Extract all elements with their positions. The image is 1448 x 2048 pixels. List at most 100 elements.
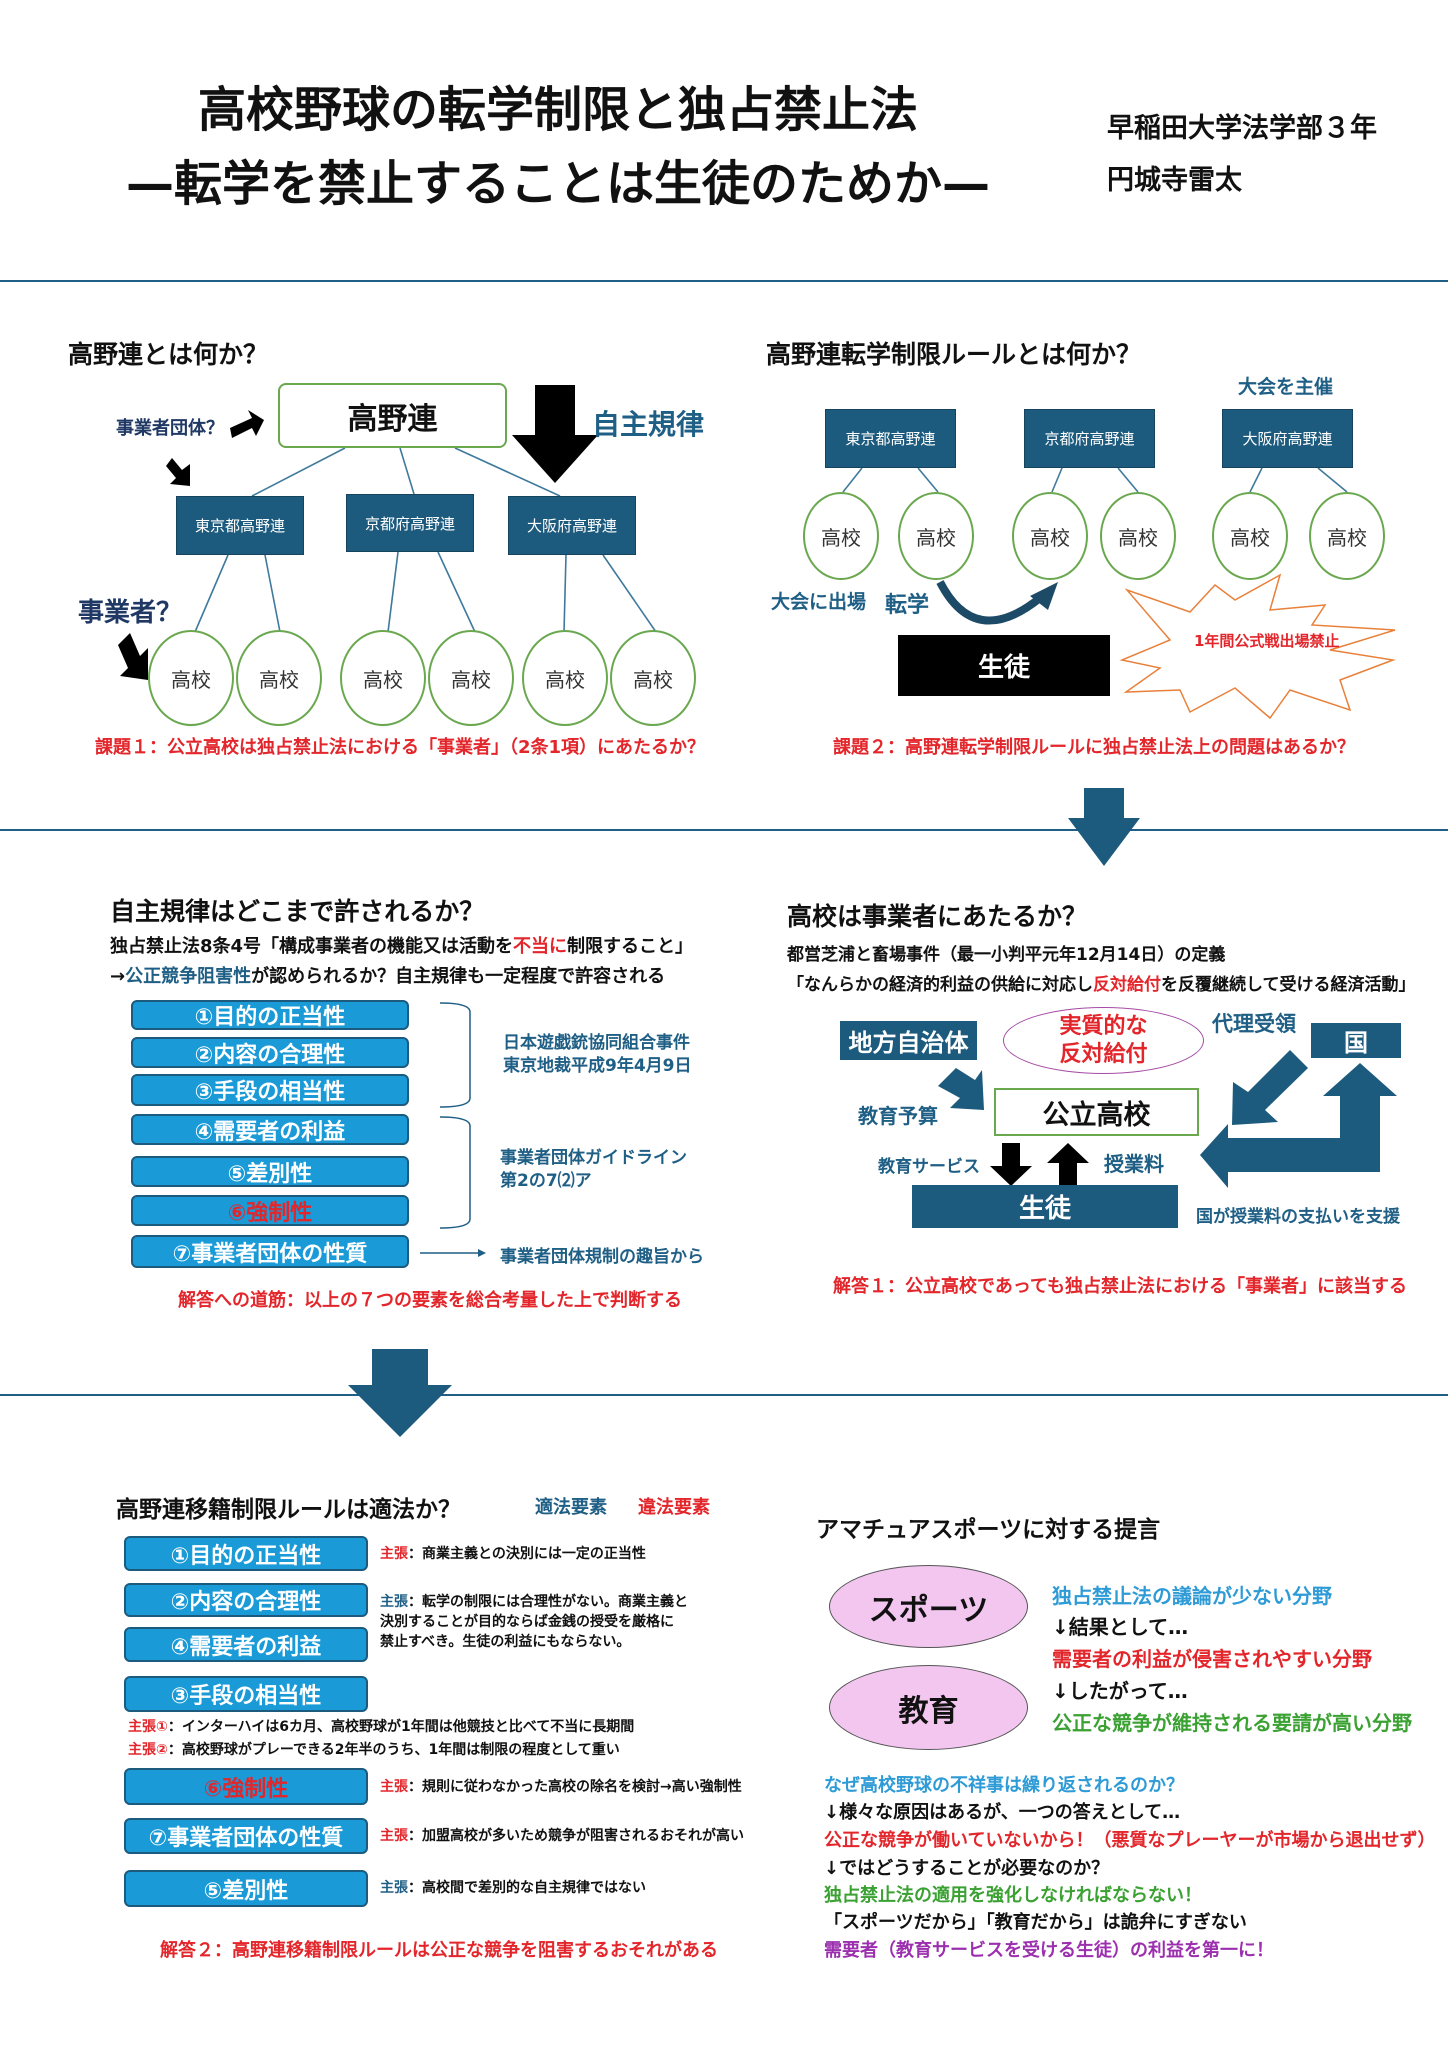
nation-box: 国 (1311, 1023, 1401, 1058)
school-circle: 高校 (1100, 492, 1176, 580)
divider (0, 829, 1448, 831)
legend-legal: 適法要素 (535, 1497, 607, 1518)
service-down-arrow (990, 1143, 1032, 1186)
tuition-label: 授業料 (1104, 1152, 1164, 1176)
self-regulation-label: 自主規律 (592, 408, 705, 441)
section-heading: 高校は事業者にあたるか？ (787, 902, 1088, 931)
nation-support-arrow (1200, 1063, 1397, 1188)
public-school-box: 公立高校 (994, 1088, 1199, 1136)
conclusion-line: ↓様々な原因はあるが、一つの答えとして… (824, 1802, 1181, 1823)
student-box: 生徒 (898, 635, 1110, 696)
school-circle: 高校 (236, 630, 322, 726)
school-circle: 高校 (340, 630, 426, 726)
divider (0, 1394, 1448, 1396)
pref-box: 大阪府高野連 (508, 496, 636, 555)
purpose-label: 事業者団体規制の趣旨から (500, 1247, 704, 1267)
factor-box: ②内容の合理性 (131, 1037, 409, 1068)
question-part: が認められるか？自主規律も一定程度で許容される (251, 966, 666, 987)
factor-box-coercion: ⑥強制性 (131, 1195, 409, 1226)
claim-label-illegal: 主張 (380, 1779, 408, 1795)
claim-text: 主張：規則に従わなかった高校の除名を検討→高い強制性 (380, 1777, 742, 1797)
factor-box: ④需要者の利益 (131, 1114, 409, 1145)
tuition-up-arrow (1047, 1143, 1089, 1186)
divider (0, 280, 1448, 282)
factor-box: ③手段の相当性 (131, 1074, 409, 1106)
transfer-arrowhead (1030, 582, 1058, 610)
claim-body: ：商業主義との決別には一定の正当性 (408, 1546, 646, 1562)
approach-caption: 解答への道筋：以上の７つの要素を総合考量した上で判断する (178, 1290, 682, 1311)
education-service-label: 教育サービス (878, 1157, 980, 1177)
ban-label: 1年間公式戦出場禁止 (1194, 632, 1340, 650)
ellipse-line: 実質的な (1059, 1013, 1148, 1039)
definition-part: 「なんらかの経済的利益の供給に対応し (787, 975, 1093, 995)
section-heading: 高野連転学制限ルールとは何か？ (766, 340, 1142, 369)
guideline-reference: 事業者団体ガイドライン第2の7⑵ア (500, 1147, 687, 1193)
local-government-box: 地方自治体 (840, 1021, 977, 1060)
case-definition-title: 都営芝浦と畜場事件（最一小判平元年12月14日）の定義 (787, 945, 1226, 965)
pref-box: 京都府高野連 (1024, 409, 1155, 468)
school-circle: 高校 (803, 492, 879, 580)
school-circle: 高校 (1012, 492, 1088, 580)
claim-text: 主張：転学の制限には合理性がない。商業主義と決別することが目的ならば金銭の授受を… (380, 1592, 688, 1652)
business-group-label: 事業者団体？ (116, 418, 224, 439)
claim-label-legal: 主張 (380, 1594, 408, 1610)
affiliation: 早稲田大学法学部３年 (1107, 113, 1377, 144)
pref-box: 京都府高野連 (346, 494, 474, 552)
section-heading: アマチュアスポーツに対する提言 (816, 1517, 1161, 1543)
school-circle: 高校 (428, 630, 514, 726)
transfer-curve-arrow (936, 580, 1043, 625)
claim-body: ：加盟高校が多いため競争が阻害されるおそれが高い (408, 1828, 744, 1844)
poster-title-line1: 高校野球の転学制限と独占禁止法 (197, 82, 919, 138)
claim-body: ：規則に従わなかった高校の除名を検討→高い強制性 (408, 1779, 742, 1795)
school-circle: 高校 (1212, 492, 1288, 580)
factor-box: ①目的の正当性 (124, 1536, 368, 1571)
nation-support-label: 国が授業料の支払いを支援 (1196, 1207, 1400, 1227)
factor-box: ①目的の正当性 (131, 1000, 409, 1030)
proposal-line: ↓したがって… (1052, 1679, 1188, 1703)
factor-box: ④需要者の利益 (124, 1627, 368, 1662)
law-text: 独占禁止法8条4号「構成事業者の機能又は活動を不当に制限すること」 (110, 932, 693, 958)
proposal-line: 独占禁止法の議論が少ない分野 (1052, 1584, 1332, 1608)
group-pointer-arrow-2 (166, 458, 190, 486)
school-circle: 高校 (522, 630, 608, 726)
proxy-arrow (1232, 1050, 1308, 1125)
conclusion-line: ↓ではどうすることが必要なのか？ (824, 1858, 1110, 1879)
guideline-name: 事業者団体ガイドライン (500, 1148, 687, 1168)
law-text-part: 独占禁止法8条4号「構成事業者の機能又は活動を (110, 936, 514, 957)
pref-box: 東京都高野連 (176, 496, 304, 555)
ellipse-line: 反対給付 (1059, 1041, 1148, 1067)
claim-text: 主張：加盟高校が多いため競争が阻害されるおそれが高い (380, 1826, 744, 1846)
participate-label: 大会に出場 (771, 591, 867, 613)
question-text: →公正競争阻害性が認められるか？自主規律も一定程度で許容される (110, 962, 665, 988)
poster-title-line2: —転学を禁止することは生徒のためか— (125, 156, 991, 212)
definition-emphasis: 反対給付 (1093, 975, 1161, 995)
education-ellipse: 教育 (829, 1665, 1028, 1750)
factor-box: ⑦事業者団体の性質 (131, 1235, 409, 1268)
koyaren-root-box: 高野連 (278, 383, 507, 448)
proposal-line: 需要者の利益が侵害されやすい分野 (1052, 1647, 1372, 1671)
definition-part: を反覆継続して受ける経済活動」 (1161, 975, 1416, 995)
claim-label-illegal: 主張 (380, 1828, 408, 1844)
section-heading: 高野連移籍制限ルールは適法か？ (116, 1497, 461, 1523)
host-label: 大会を主催 (1238, 376, 1334, 398)
law-text-part: 制限すること」 (567, 936, 694, 957)
factor-box: ⑤差別性 (124, 1870, 368, 1907)
conclusion-line: 「スポーツだから」「教育だから」は詭弁にすぎない (824, 1912, 1247, 1933)
factor-box: ③手段の相当性 (124, 1676, 368, 1712)
answer-1-caption: 解答１：公立高校であっても独占禁止法における「事業者」に該当する (833, 1276, 1408, 1297)
answer-2-caption: 解答２：高野連移籍制限ルールは公正な競争を阻害するおそれがある (160, 1940, 718, 1961)
substantive-consideration-ellipse: 実質的な反対給付 (1003, 1007, 1204, 1074)
claim-text: 主張②：高校野球がプレーできる2年半のうち、1年間は制限の程度として重い (128, 1740, 620, 1760)
section-heading: 自主規律はどこまで許されるか？ (110, 897, 485, 926)
flow-down-arrow (1068, 788, 1140, 866)
school-circle: 高校 (148, 630, 234, 726)
factor-box-coercion: ⑥強制性 (124, 1768, 368, 1805)
connector-lines (194, 447, 1348, 633)
claim-body: ：高校間で差別的な自主規律ではない (408, 1880, 646, 1896)
case-reference: 日本遊戯銃協同組合事件東京地裁平成9年4月9日 (503, 1032, 692, 1078)
issue-1-caption: 課題１：公立高校は独占禁止法における「事業者」（2条1項）にあたるか？ (95, 737, 706, 758)
budget-label: 教育予算 (858, 1104, 938, 1128)
guideline-section: 第2の7⑵ア (500, 1171, 592, 1191)
factor-box: ⑦事業者団体の性質 (124, 1818, 368, 1854)
claim-label-legal: 主張 (380, 1880, 408, 1896)
